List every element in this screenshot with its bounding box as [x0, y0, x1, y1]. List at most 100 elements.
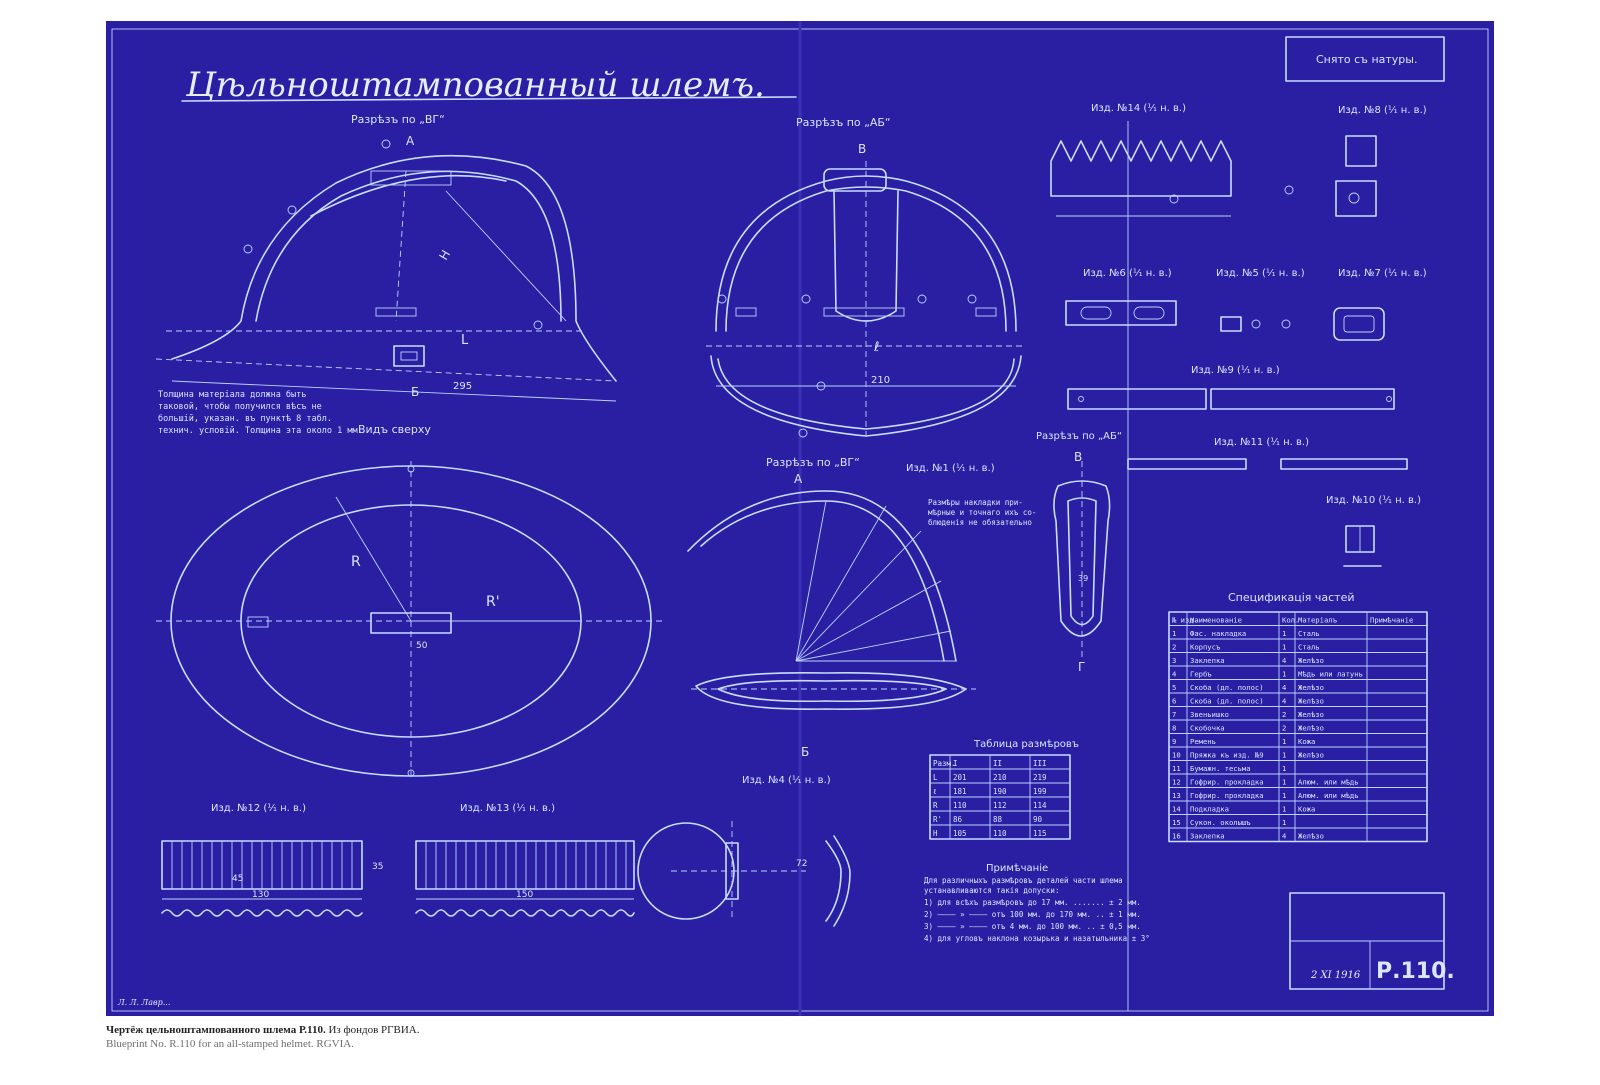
table-cell: 90 [1033, 815, 1043, 824]
letter-a-mid: А [794, 472, 803, 486]
table-cell: L [933, 773, 938, 782]
table-cell: 1 [1282, 643, 1286, 652]
table-cell: 88 [993, 815, 1003, 824]
table-cell: 6 [1172, 697, 1176, 706]
remark-line3: 1) для всѣхъ размѣровъ до 17 мм. .......… [924, 898, 1141, 907]
part10-label: Изд. №10 (¹⁄₁ н. в.) [1326, 495, 1421, 506]
table-cell: Желѣзо [1298, 751, 1324, 760]
dims-table-title: Таблица размѣровъ [973, 739, 1079, 750]
table-cell: 12 [1172, 778, 1181, 787]
buckle-part10 [1343, 525, 1382, 567]
table-cell: 14 [1172, 805, 1181, 814]
dim-39: 39 [1078, 574, 1088, 583]
table-cell: 4 [1172, 670, 1176, 679]
part6-drawing [1065, 300, 1177, 326]
table-cell: 219 [1033, 773, 1047, 782]
dim-h-label: H [436, 248, 453, 263]
material-note-line2: таковой, чтобы получился вѣсъ не [158, 401, 322, 412]
part7-drawing [1333, 307, 1385, 341]
helmet-top-view: R R' 50 [156, 461, 666, 781]
dim-50-top: 50 [416, 641, 428, 651]
table-cell: 7 [1172, 710, 1176, 719]
table-cell: Гофрир. прокладка [1190, 778, 1264, 787]
dim-150: 150 [516, 890, 533, 900]
table-cell: 8 [1172, 724, 1176, 733]
table-cell: 199 [1033, 787, 1047, 796]
blueprint-sheet: Цѣльноштампованный шлемъ. Снято съ натур… [106, 21, 1494, 1016]
table-cell: 1 [1282, 737, 1286, 746]
dim-130: 130 [252, 890, 269, 900]
material-note-line3: большій, указан. въ пунктѣ 8 табл. [158, 413, 332, 424]
table-cell: Гербъ [1190, 670, 1212, 679]
blueprint-drawing: Цѣльноштампованный шлемъ. Снято съ натур… [111, 21, 1489, 1016]
section-ab-mid-label: Разрѣзъ по „АБ“ [1036, 431, 1122, 442]
stamp-box [1285, 36, 1445, 82]
table-header-cell: Примѣчаніе [1370, 616, 1413, 625]
table-cell: 105 [953, 829, 967, 838]
table-cell: 4 [1282, 832, 1286, 841]
part14-label: Изд. №14 (¹⁄₁ н. в.) [1091, 103, 1186, 114]
table-cell: Заклепка [1190, 832, 1225, 841]
table-cell: 3 [1172, 656, 1176, 665]
part7-label: Изд. №7 (¹⁄₁ н. в.) [1338, 268, 1427, 279]
dim-45-a: 45 [232, 874, 243, 884]
table-cell: 13 [1172, 791, 1181, 800]
table-header-cell: I [953, 759, 958, 768]
letter-v-top: В [858, 142, 866, 156]
table-cell: 10 [1172, 751, 1181, 760]
table-cell: Ремень [1190, 737, 1216, 746]
table-cell: 4 [1282, 697, 1286, 706]
table-cell: Фас. накладка [1190, 629, 1246, 638]
table-cell: 1 [1282, 778, 1286, 787]
section-ab-top-label: Разрѣзъ по „АБ“ [796, 116, 891, 129]
table-cell: Подкладка [1190, 805, 1229, 814]
table-cell: Гофрир. прокладка [1190, 791, 1264, 800]
title-block: 2 XI 1916 Р.110. [1289, 892, 1455, 990]
table-cell: Бумажн. тесьма [1190, 764, 1251, 773]
material-note-line4: технич. условій. Толщина эта около 1 мм. [158, 426, 363, 436]
section-vg-top-label: Разрѣзъ по „ВГ“ [351, 113, 445, 126]
top-view-label: Видъ сверху [358, 423, 431, 436]
dim-35-a: 35 [372, 862, 383, 872]
remarks-title: Примѣчаніе [986, 862, 1048, 874]
table-cell: 1 [1282, 764, 1286, 773]
letter-a-top: А [406, 134, 415, 148]
remark-line5: 3) ———— » ———— отъ 4 мм. до 100 мм. .. ±… [924, 922, 1141, 931]
table-cell: Скоба (дл. полос) [1190, 697, 1264, 706]
table-cell: Скобочка [1190, 724, 1225, 733]
helmet-front-section: ℓ 210 [706, 161, 1026, 441]
table-cell: Сталь [1298, 629, 1320, 638]
table-cell: Алюм. или мѣдь [1298, 791, 1359, 800]
table-cell: 201 [953, 773, 967, 782]
part8-drawing [1335, 135, 1377, 217]
letter-b-mid: Б [801, 745, 809, 759]
part11-label: Изд. №11 (¹⁄₁ н. в.) [1214, 437, 1309, 448]
table-cell: Сукон. околышъ [1190, 818, 1251, 827]
remark-line2: устанавливаются такія допуски: [924, 886, 1059, 895]
part5-label: Изд. №5 (¹⁄₁ н. в.) [1216, 268, 1305, 279]
table-cell: Желѣзо [1298, 724, 1324, 733]
table-cell: Корпусъ [1190, 643, 1221, 652]
part1-note-line2: мѣрные и точнаго ихъ со- [928, 508, 1036, 517]
table-header-cell: Наименованіе [1190, 616, 1242, 625]
part1-note-line1: Размѣры накладки при- [928, 498, 1023, 507]
part1-note-line3: блюденія не обязательно [928, 518, 1032, 527]
sheet-date: 2 XI 1916 [1310, 970, 1361, 981]
table-cell: Звеньишко [1190, 710, 1229, 719]
table-cell: 115 [1033, 829, 1047, 838]
section-vg-mid-label: Разрѣзъ по „ВГ“ [766, 456, 860, 469]
visor-section: Б [687, 490, 976, 759]
tape-part11 [1127, 458, 1408, 470]
table-cell: 5 [1172, 683, 1176, 692]
corrugated-strip-12: 130 45 35 [161, 840, 383, 917]
table-cell: H [933, 829, 938, 838]
table-cell: 4 [1282, 656, 1286, 665]
table-header-cell: II [993, 759, 1002, 768]
table-cell: 2 [1172, 643, 1176, 652]
table-header-cell: Разм. [933, 759, 956, 768]
part8-label: Изд. №8 (¹⁄₁ н. в.) [1338, 105, 1427, 116]
table-cell: Скоба (дл. полос) [1190, 683, 1264, 692]
title-underline [181, 96, 797, 102]
